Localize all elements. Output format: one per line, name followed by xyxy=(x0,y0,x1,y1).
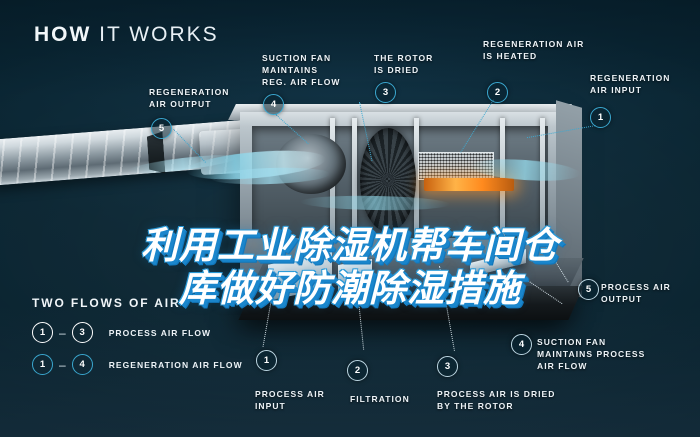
callout-label-process-air-dried: PROCESS AIR IS DRIED BY THE ROTOR xyxy=(437,389,556,412)
callout-label-regeneration-air-heated: REGENERATION AIR IS HEATED xyxy=(483,39,585,62)
leader-line-suction-fan-reg xyxy=(275,114,309,145)
headline-line-1: 利用工业除湿机帮车间仓 xyxy=(141,223,559,267)
callout-marker-process-air-output[interactable]: 5 xyxy=(578,279,599,300)
headline-overlay: 利用工业除湿机帮车间仓 库做好防潮除湿措施 xyxy=(0,182,700,354)
page-title-bold: HOW xyxy=(34,23,92,46)
legend-dash: – xyxy=(59,325,66,340)
headline-line-2: 库做好防潮除湿措施 xyxy=(179,266,521,310)
page-title: HOW IT WORKS xyxy=(34,24,219,45)
legend-marker-from: 1 xyxy=(32,354,53,375)
callout-marker-suction-fan-reg[interactable]: 4 xyxy=(263,94,284,115)
callout-label-rotor-is-dried: THE ROTOR IS DRIED xyxy=(374,53,434,76)
callout-marker-suction-fan-process[interactable]: 4 xyxy=(511,334,532,355)
leader-line-regen-heated xyxy=(460,99,494,153)
leader-line-regen-output xyxy=(173,129,206,163)
legend-label: PROCESS AIR FLOW xyxy=(108,327,212,338)
legend-row-regeneration-air-flow: 1 – 4 REGENERATION AIR FLOW xyxy=(32,354,243,375)
legend-heading: TWO FLOWS OF AIR xyxy=(32,296,181,310)
callout-marker-regeneration-air-input[interactable]: 1 xyxy=(590,107,611,128)
callout-label-process-air-input: PROCESS AIR INPUT xyxy=(255,389,325,412)
intake-duct-pipe xyxy=(0,116,289,186)
callout-marker-process-air-input[interactable]: 1 xyxy=(256,350,277,371)
legend-marker-to: 3 xyxy=(71,322,93,343)
callout-marker-filtration[interactable]: 2 xyxy=(347,360,368,381)
callout-marker-regeneration-air-output[interactable]: 5 xyxy=(151,118,172,139)
callout-marker-rotor-is-dried[interactable]: 3 xyxy=(375,82,396,103)
filter-mesh xyxy=(418,152,494,180)
airflow-ribbon xyxy=(469,156,581,184)
callout-label-filtration: FILTRATION xyxy=(350,394,410,404)
legend-dash: – xyxy=(59,357,66,372)
leader-line-rotor-dried xyxy=(359,102,373,161)
legend-row-process-air-flow: 1 – 3 PROCESS AIR FLOW xyxy=(32,322,243,343)
airflow-ribbon xyxy=(185,145,327,185)
secondary-duct-pipe xyxy=(198,124,322,176)
legend-label: REGENERATION AIR FLOW xyxy=(108,359,243,370)
callout-marker-process-air-dried[interactable]: 3 xyxy=(437,356,458,377)
callout-label-suction-fan-process: SUCTION FAN MAINTAINS PROCESS AIR FLOW xyxy=(537,337,646,372)
leader-line-regen-input xyxy=(526,125,596,139)
legend-marker-to: 4 xyxy=(71,354,93,375)
callout-marker-regeneration-air-heated[interactable]: 2 xyxy=(487,82,508,103)
callout-label-regeneration-air-input: REGENERATION AIR INPUT xyxy=(590,73,671,96)
legend: TWO FLOWS OF AIR 1 – 3 PROCESS AIR FLOW … xyxy=(32,296,243,386)
callout-label-regeneration-air-output: REGENERATION AIR OUTPUT xyxy=(149,87,230,110)
callout-label-suction-fan-reg: SUCTION FAN MAINTAINS REG. AIR FLOW xyxy=(262,53,341,88)
legend-marker-from: 1 xyxy=(32,322,53,343)
airflow-ribbon xyxy=(127,151,239,177)
callout-label-process-air-output: PROCESS AIR OUTPUT xyxy=(601,282,671,305)
page-title-light: IT WORKS xyxy=(99,23,219,46)
